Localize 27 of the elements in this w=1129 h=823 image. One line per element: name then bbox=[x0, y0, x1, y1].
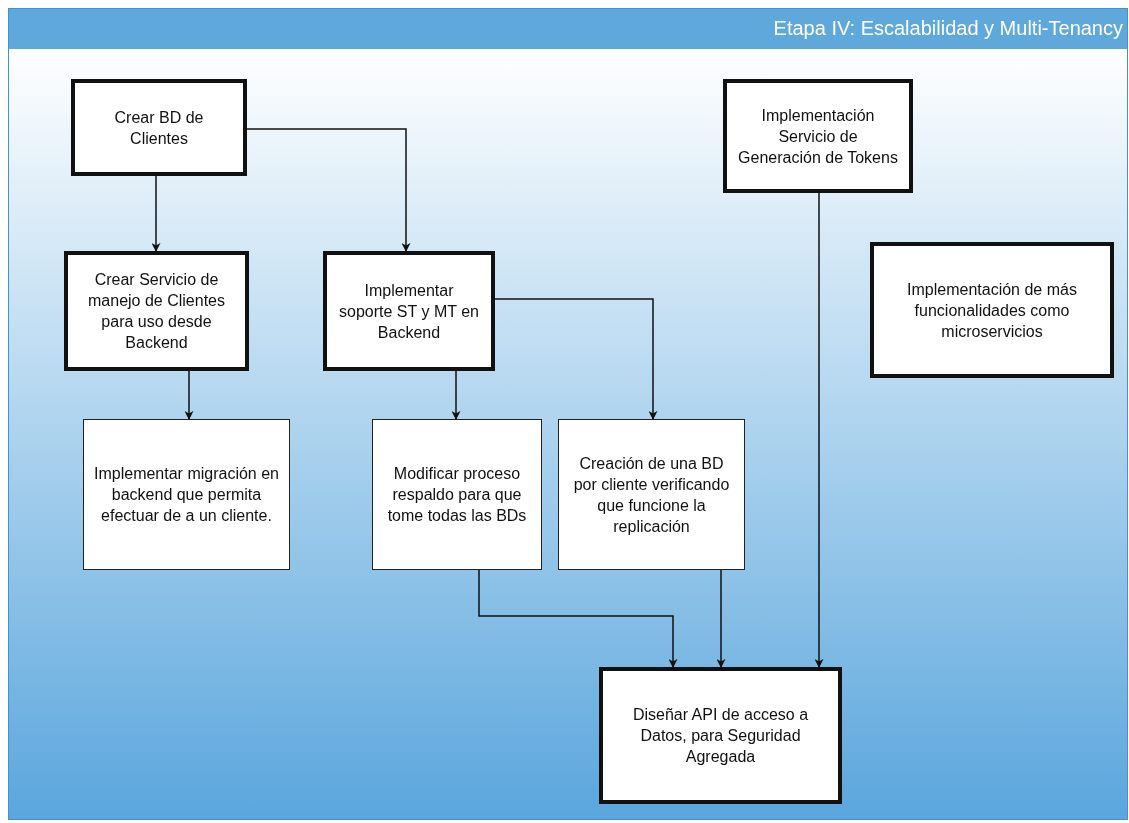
process-box bbox=[83, 419, 290, 570]
arrow bbox=[814, 192, 824, 668]
arrow bbox=[246, 128, 411, 252]
box-text: Implementación Servicio de Generación de Tokens bbox=[737, 105, 899, 168]
arrow bbox=[478, 569, 678, 668]
process-box bbox=[372, 419, 542, 570]
process-box bbox=[71, 79, 247, 176]
process-box bbox=[558, 419, 745, 570]
box-text: Implementación de más funcionalidades como microservicios bbox=[906, 279, 1078, 342]
arrow bbox=[184, 370, 194, 420]
title: Etapa IV: Escalabilidad y Multi-Tenancy bbox=[773, 17, 1123, 40]
arrow bbox=[151, 175, 161, 252]
box-text: Diseñar API de acceso a Datos, para Seguridad Agregada bbox=[631, 705, 810, 767]
arrow bbox=[716, 569, 726, 668]
process-box bbox=[599, 667, 842, 804]
process-box bbox=[870, 242, 1114, 378]
process-box bbox=[64, 251, 249, 371]
box-text: Crear Servicio de manejo de Clientes para uso desde Backend bbox=[87, 270, 226, 353]
arrow bbox=[494, 298, 658, 420]
arrow bbox=[451, 370, 461, 420]
box-text: Modificar proceso respaldo para que tome todas las BDs bbox=[386, 464, 528, 526]
box-text: Implementar migración en backend que permita efectuar de a un cliente. bbox=[94, 464, 279, 526]
box-text: Crear BD de Clientes bbox=[113, 107, 205, 149]
process-box bbox=[723, 79, 913, 193]
process-box bbox=[323, 251, 495, 371]
box-text: Implementar soporte ST y MT en Backend bbox=[338, 280, 480, 343]
box-text: Creación de una BD por cliente verificando que funcione la replicación bbox=[572, 453, 731, 537]
